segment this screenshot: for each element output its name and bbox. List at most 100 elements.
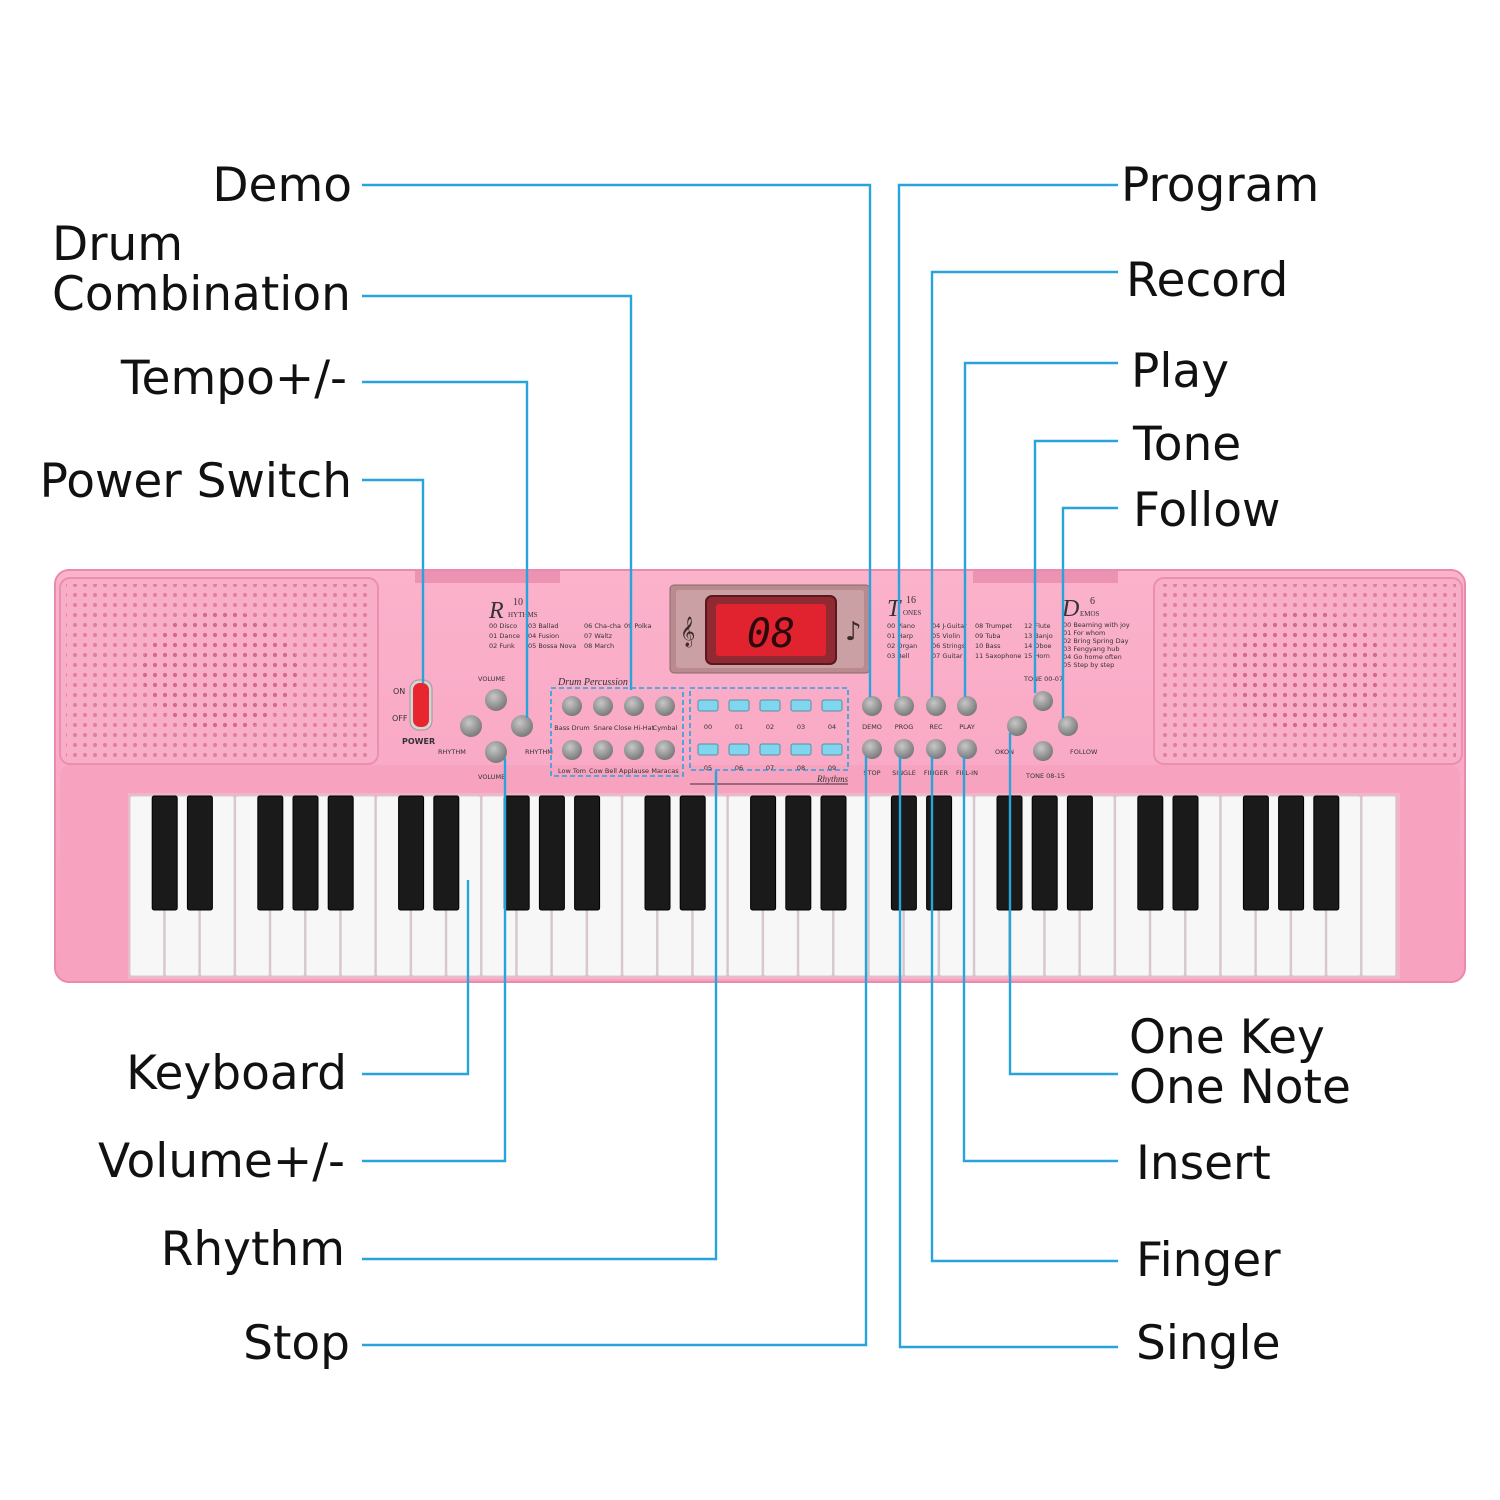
tone-item: 07 Guitar (932, 652, 963, 660)
rhythm-button[interactable] (790, 699, 812, 712)
power-switch[interactable]: ON OFF POWER (392, 679, 435, 746)
tone-item: 02 Organ (887, 642, 917, 650)
black-key[interactable] (1242, 795, 1269, 911)
rhythm-button[interactable] (728, 699, 750, 712)
drum-button[interactable] (624, 696, 644, 716)
keyboard-leader (362, 880, 470, 1076)
black-key[interactable] (890, 795, 917, 911)
drum-button[interactable] (562, 740, 582, 760)
black-key[interactable] (398, 795, 425, 911)
single-button[interactable] (894, 739, 914, 759)
black-key[interactable] (538, 795, 565, 911)
drum-button[interactable] (624, 740, 644, 760)
drum-button[interactable] (562, 696, 582, 716)
black-key[interactable] (1313, 795, 1340, 911)
power-leader (362, 478, 425, 683)
right-speaker (1153, 577, 1463, 765)
fill-in-button[interactable] (957, 739, 977, 759)
black-key[interactable] (257, 795, 284, 911)
rhythm-button[interactable] (759, 699, 781, 712)
tempo-leader (362, 380, 529, 718)
tone-item: 00 Piano (887, 622, 915, 630)
finger-button[interactable] (926, 739, 946, 759)
drum-button-label: Cow Bell (589, 767, 617, 775)
black-key[interactable] (1278, 795, 1305, 911)
volume-down-button[interactable] (485, 741, 507, 763)
function-buttons: DEMO PROG REC PLAY STOP SINGLE FINGER FI… (862, 696, 978, 777)
rhythm-number: 00 (704, 723, 712, 731)
tempo-volume-pad: VOLUME VOLUME RHYTHM RHYTHM (438, 675, 553, 781)
tone-up-button[interactable] (1033, 691, 1053, 711)
drum-button[interactable] (593, 740, 613, 760)
rhythm-button[interactable] (728, 743, 750, 756)
power-label: POWER (402, 737, 435, 746)
rhythms-legend: R 10 HYTHMS 00 Disco 01 Dance 02 Funk 03… (488, 597, 651, 650)
drum-button-label: Close Hi-Hat (614, 724, 655, 732)
black-key[interactable] (1031, 795, 1058, 911)
drum-button-label: Cymbal (653, 724, 678, 732)
black-key[interactable] (574, 795, 601, 911)
drum-button[interactable] (655, 740, 675, 760)
drum-button[interactable] (593, 696, 613, 716)
black-key[interactable] (750, 795, 777, 911)
rhythm-button[interactable] (790, 743, 812, 756)
one-key-one-note-button[interactable] (1007, 716, 1027, 736)
volume-leader (362, 758, 507, 1163)
treble-clef-icon: 𝄞 (680, 616, 695, 648)
rhythm-button[interactable] (821, 699, 843, 712)
black-key[interactable] (1172, 795, 1199, 911)
black-key[interactable] (820, 795, 847, 911)
black-key[interactable] (503, 795, 530, 911)
black-key[interactable] (926, 795, 953, 911)
rhythm-item: 04 Fusion (528, 632, 559, 640)
black-key[interactable] (327, 795, 354, 911)
tone-item: 15 Horn (1024, 652, 1050, 660)
music-note-icon: ♪ (845, 617, 862, 647)
black-key[interactable] (433, 795, 460, 911)
rhythm-item: 01 Dance (489, 632, 520, 640)
rhythm-button[interactable] (697, 743, 719, 756)
rhythm-button[interactable] (697, 699, 719, 712)
drum-button-label: Snare (594, 724, 613, 732)
volume-up-button[interactable] (485, 689, 507, 711)
drum-button-label: Applause (619, 767, 649, 775)
black-key[interactable] (186, 795, 213, 911)
follow-button[interactable] (1058, 716, 1078, 736)
black-key[interactable] (679, 795, 706, 911)
black-key[interactable] (644, 795, 671, 911)
tempo-up-button[interactable] (511, 715, 533, 737)
black-key[interactable] (1066, 795, 1093, 911)
drum-button[interactable] (655, 696, 675, 716)
callout-tempo: Tempo+/- (120, 351, 347, 406)
callout-rhythm: Rhythm (160, 1222, 345, 1277)
rhythm-button[interactable] (759, 743, 781, 756)
volume-label-bottom: VOLUME (478, 773, 505, 781)
program-button[interactable] (894, 696, 914, 716)
onekey-leader (1008, 733, 1118, 1076)
piano-keys[interactable] (128, 793, 1400, 979)
rhythm-button[interactable] (821, 743, 843, 756)
black-key[interactable] (1137, 795, 1164, 911)
callout-single: Single (1136, 1316, 1281, 1371)
black-key[interactable] (292, 795, 319, 911)
power-off-label: OFF (392, 714, 408, 723)
callout-stop: Stop (243, 1316, 350, 1371)
black-key[interactable] (151, 795, 178, 911)
play-button[interactable] (957, 696, 977, 716)
record-leader (930, 270, 1118, 697)
tone-item: 11 Saxophone (975, 652, 1021, 660)
demo-button[interactable] (862, 696, 882, 716)
leader-lines (362, 183, 1118, 1349)
follow-leader (1061, 506, 1118, 718)
tone-down-button[interactable] (1033, 741, 1053, 761)
demo-leader (362, 183, 872, 697)
tone-leader (1033, 439, 1118, 693)
demo-item: 03 Fengyang hub (1063, 645, 1119, 653)
black-key[interactable] (785, 795, 812, 911)
rhythm-item: 08 March (584, 642, 614, 650)
stop-button[interactable] (862, 739, 882, 759)
white-key[interactable] (1361, 795, 1397, 977)
record-button[interactable] (926, 696, 946, 716)
tempo-down-button[interactable] (460, 715, 482, 737)
tone-item: 09 Tuba (975, 632, 1001, 640)
